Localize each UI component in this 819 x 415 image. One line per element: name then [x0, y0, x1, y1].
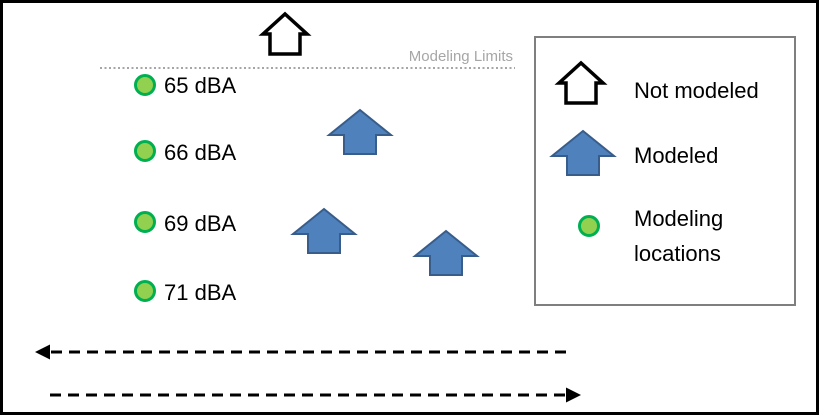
legend: Not modeled Modeled Modeling locations — [534, 36, 796, 306]
modeling-limits-label: Modeling Limits — [409, 48, 513, 65]
legend-location-dot-icon — [578, 215, 600, 237]
legend-modeling-locations-label-line1: Modeling — [634, 206, 723, 231]
location-label-66: 66 dBA — [164, 140, 236, 165]
location-label-65: 65 dBA — [164, 73, 236, 98]
legend-not-modeled-label: Not modeled — [634, 78, 759, 103]
legend-modeled-label: Modeled — [634, 143, 718, 168]
location-dot-icon — [134, 211, 156, 233]
location-dot-icon — [134, 280, 156, 302]
location-label-69: 69 dBA — [164, 211, 236, 236]
location-label-71: 71 dBA — [164, 280, 236, 305]
location-dot-icon — [134, 140, 156, 162]
location-dot-icon — [134, 74, 156, 96]
legend-modeling-locations-label-line2: locations — [634, 241, 721, 266]
